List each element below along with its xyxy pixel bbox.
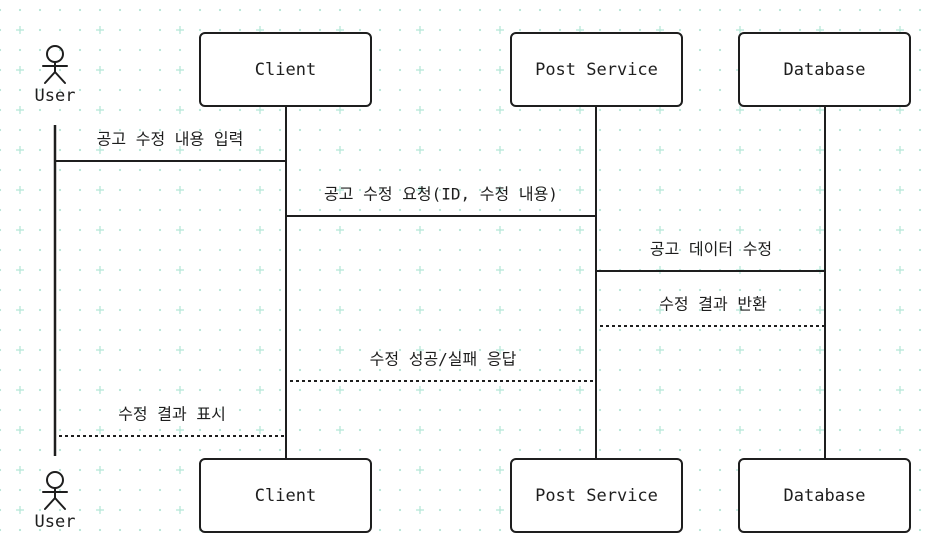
actor-user-top-label: User: [35, 86, 76, 106]
actor-user-bottom-label: User: [35, 512, 76, 532]
message-3[interactable]: 공고 데이터 수정: [596, 240, 825, 272]
message-2[interactable]: 공고 수정 요청(ID, 수정 내용): [286, 185, 596, 217]
actor-user-top[interactable]: User: [35, 45, 76, 106]
participant-client-top[interactable]: Client: [199, 32, 372, 107]
actor-user-bottom[interactable]: User: [35, 471, 76, 532]
actor-user-icon: [42, 471, 68, 510]
message-3-label: 공고 데이터 수정: [650, 240, 772, 259]
message-6[interactable]: 수정 결과 표시: [59, 405, 286, 437]
participant-post-service-top-label: Post Service: [535, 60, 658, 80]
message-6-label: 수정 결과 표시: [118, 405, 226, 424]
participant-client-bottom-label: Client: [255, 486, 316, 506]
participant-post-service-bottom[interactable]: Post Service: [510, 458, 683, 533]
message-4-label: 수정 결과 반환: [659, 295, 767, 314]
participant-database-bottom[interactable]: Database: [738, 458, 911, 533]
message-1[interactable]: 공고 수정 내용 입력: [55, 130, 286, 162]
participant-post-service-bottom-label: Post Service: [535, 486, 658, 506]
participant-database-bottom-label: Database: [784, 486, 866, 506]
message-5-label: 수정 성공/실패 응답: [370, 350, 517, 369]
message-4[interactable]: 수정 결과 반환: [600, 295, 825, 327]
message-5[interactable]: 수정 성공/실패 응답: [290, 350, 596, 382]
participant-post-service-top[interactable]: Post Service: [510, 32, 683, 107]
grid-dots: [0, 8, 922, 532]
message-2-label: 공고 수정 요청(ID, 수정 내용): [324, 185, 558, 204]
participant-client-bottom[interactable]: Client: [199, 458, 372, 533]
participant-database-top-label: Database: [784, 60, 866, 80]
grid-plus-marks: [16, 26, 904, 514]
actor-user-icon: [42, 45, 68, 84]
participant-client-top-label: Client: [255, 60, 316, 80]
participant-database-top[interactable]: Database: [738, 32, 911, 107]
message-1-label: 공고 수정 내용 입력: [97, 130, 244, 149]
